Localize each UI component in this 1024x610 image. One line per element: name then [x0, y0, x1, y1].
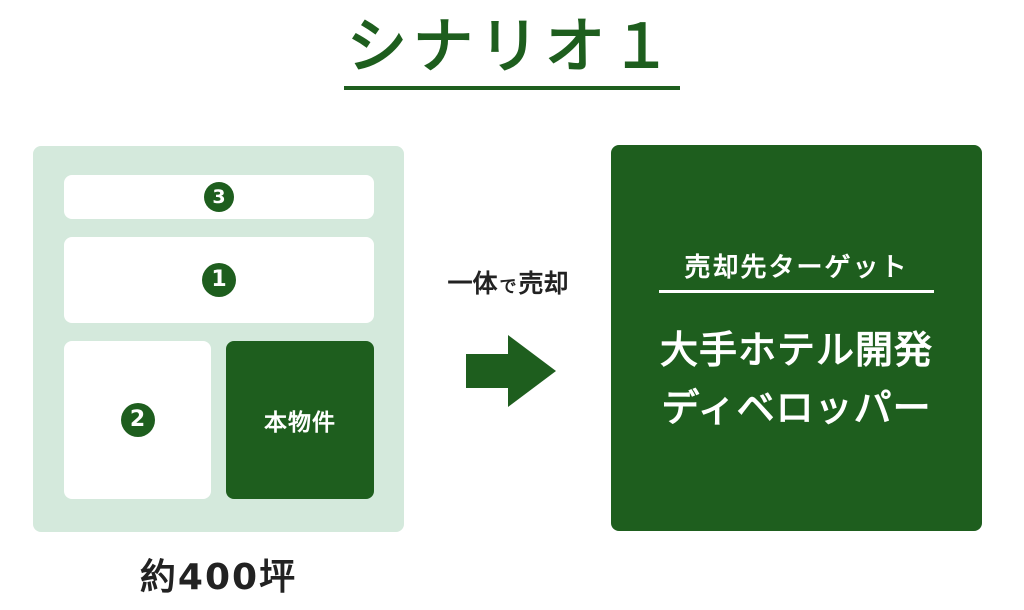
parcel-2-number: 2 — [120, 403, 155, 437]
sale-particle: で — [499, 277, 517, 297]
site-area-label: 約400坪 — [139, 557, 298, 598]
parcel-1: 1 — [64, 237, 374, 323]
parcel-3: 3 — [64, 175, 374, 219]
sale-method-label: 一体で売却 — [420, 264, 596, 300]
target-name-line2: ディベロッパー — [661, 386, 932, 430]
parcel-2: 2 — [64, 341, 211, 499]
parcel-3-number: 3 — [204, 182, 234, 212]
parcel-1-number: 1 — [202, 263, 236, 297]
main-parcel: 本物件 — [226, 341, 374, 499]
target-heading: 売却先ターゲット — [684, 253, 909, 283]
target-divider — [659, 290, 934, 293]
title-underline — [344, 86, 680, 90]
right-arrow-icon — [466, 335, 556, 407]
site-diagram: 3 1 2 本物件 — [33, 146, 404, 532]
target-name: 大手ホテル開発 ディベロッパー — [611, 321, 982, 437]
page-title: シナリオ１ — [347, 12, 677, 82]
main-parcel-label: 本物件 — [264, 410, 336, 436]
target-box: 売却先ターゲット 大手ホテル開発 ディベロッパー — [611, 145, 982, 531]
sale-suffix: 売却 — [518, 269, 569, 298]
target-name-line1: 大手ホテル開発 — [659, 328, 933, 372]
sale-prefix: 一体 — [447, 269, 498, 298]
